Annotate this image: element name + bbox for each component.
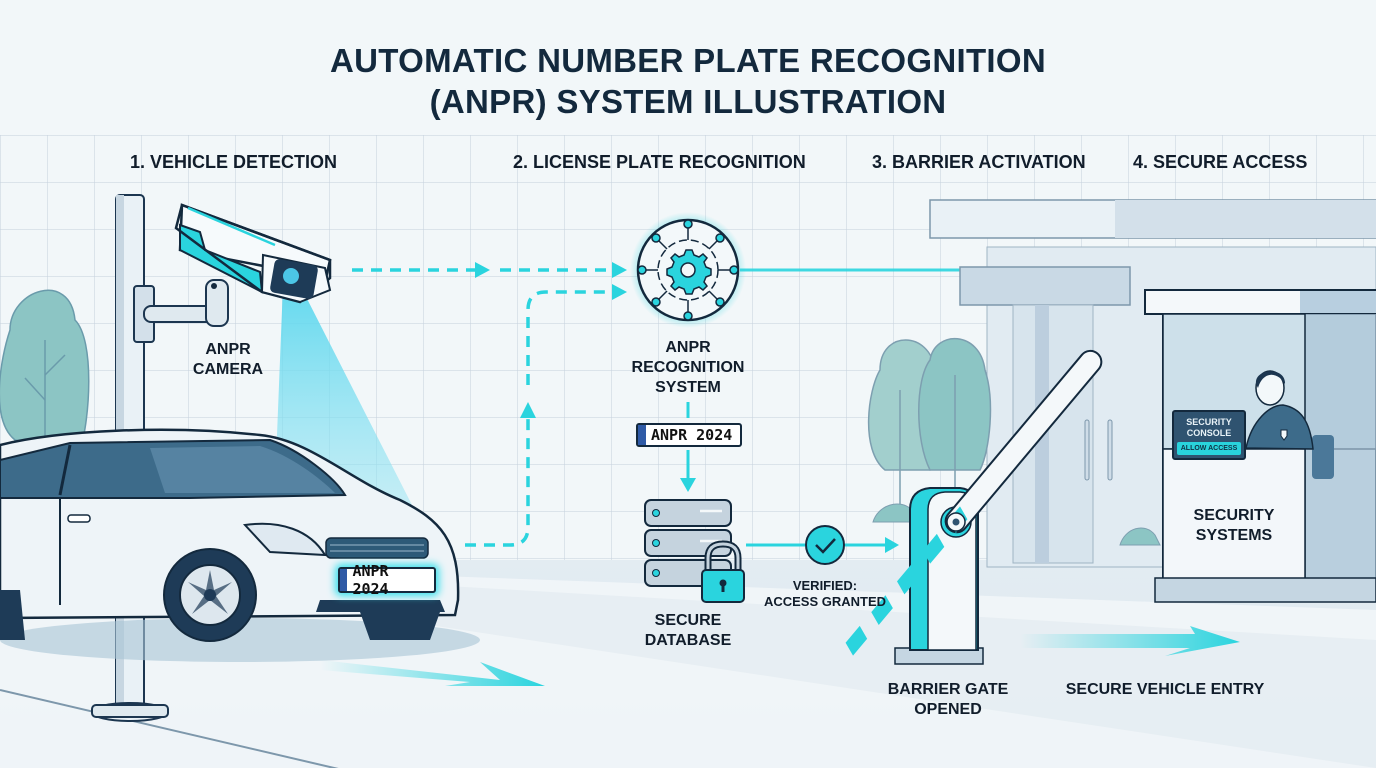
allow-access-button[interactable]: ALLOW ACCESS (1176, 442, 1242, 455)
console-line-1: SECURITY (1186, 417, 1232, 427)
verification-label: VERIFIED: ACCESS GRANTED (755, 578, 895, 610)
database-label-line-1: SECURE (654, 612, 722, 629)
verification-label-line-2: ACCESS GRANTED (763, 594, 887, 609)
security-guard-icon (1245, 370, 1334, 479)
barrier-label-line-1: BARRIER GATE (887, 681, 1009, 698)
recognition-label-line-3: SYSTEM (655, 379, 721, 396)
tree-middle-icon (867, 337, 1161, 546)
database-label-line-2: DATABASE (644, 632, 732, 649)
step-secure-access: 4. SECURE ACCESS (1133, 152, 1308, 172)
recognition-label-line-2: RECOGNITION (631, 359, 745, 376)
database-label: SECURE DATABASE (628, 611, 748, 651)
verification-label-line-1: VERIFIED: (792, 578, 858, 593)
title-line-1: AUTOMATIC NUMBER PLATE RECOGNITION (329, 42, 1046, 79)
recognition-label-line-1: ANPR (665, 339, 711, 356)
security-camera-icon (174, 203, 332, 304)
security-label-line-2: SYSTEMS (1195, 527, 1273, 544)
security-booth (1144, 289, 1376, 603)
step-vehicle-detection: 1. VEHICLE DETECTION (130, 152, 338, 172)
flow-camera-to-recognition (352, 268, 612, 547)
barrier-gate-icon (845, 349, 1103, 665)
tree-left-icon (0, 289, 90, 451)
console-line-2: CONSOLE (1186, 428, 1232, 438)
step-barrier-activation: 3. BARRIER ACTIVATION (872, 152, 1086, 172)
camera-label-line-1: ANPR (205, 341, 251, 358)
plate-region-badge (340, 569, 348, 591)
gear-network-icon (630, 212, 746, 328)
car-icon (0, 428, 480, 662)
camera-label-line-2: CAMERA (192, 361, 264, 378)
security-systems-label: SECURITY SYSTEMS (1163, 506, 1305, 546)
plate-region-badge (638, 425, 646, 445)
step-license-plate-recognition: 2. LICENSE PLATE RECOGNITION (513, 152, 806, 172)
secure-vehicle-entry-label: SECURE VEHICLE ENTRY (1065, 681, 1265, 698)
arrow-right-icon (320, 626, 1240, 686)
barrier-label: BARRIER GATE OPENED (870, 680, 1026, 720)
vehicle-license-plate: ANPR 2024 (338, 562, 436, 598)
recognized-license-plate: ANPR 2024 (636, 423, 742, 447)
page-title: AUTOMATIC NUMBER PLATE RECOGNITION (ANPR… (0, 40, 1376, 122)
checkmark-circle-icon (746, 525, 899, 565)
vehicle-plate-text: ANPR 2024 (352, 562, 389, 598)
server-lock-icon (644, 499, 745, 603)
camera-label: ANPR CAMERA (178, 340, 278, 380)
security-console: SECURITY CONSOLE ALLOW ACCESS (1172, 410, 1246, 460)
barrier-label-line-2: OPENED (914, 701, 982, 718)
recognition-system-label: ANPR RECOGNITION SYSTEM (608, 338, 768, 398)
recognized-plate-text: ANPR 2024 (651, 426, 733, 444)
title-line-2: (ANPR) SYSTEM ILLUSTRATION (429, 83, 947, 120)
security-label-line-1: SECURITY (1193, 507, 1275, 524)
flow-arrowheads (475, 262, 627, 418)
